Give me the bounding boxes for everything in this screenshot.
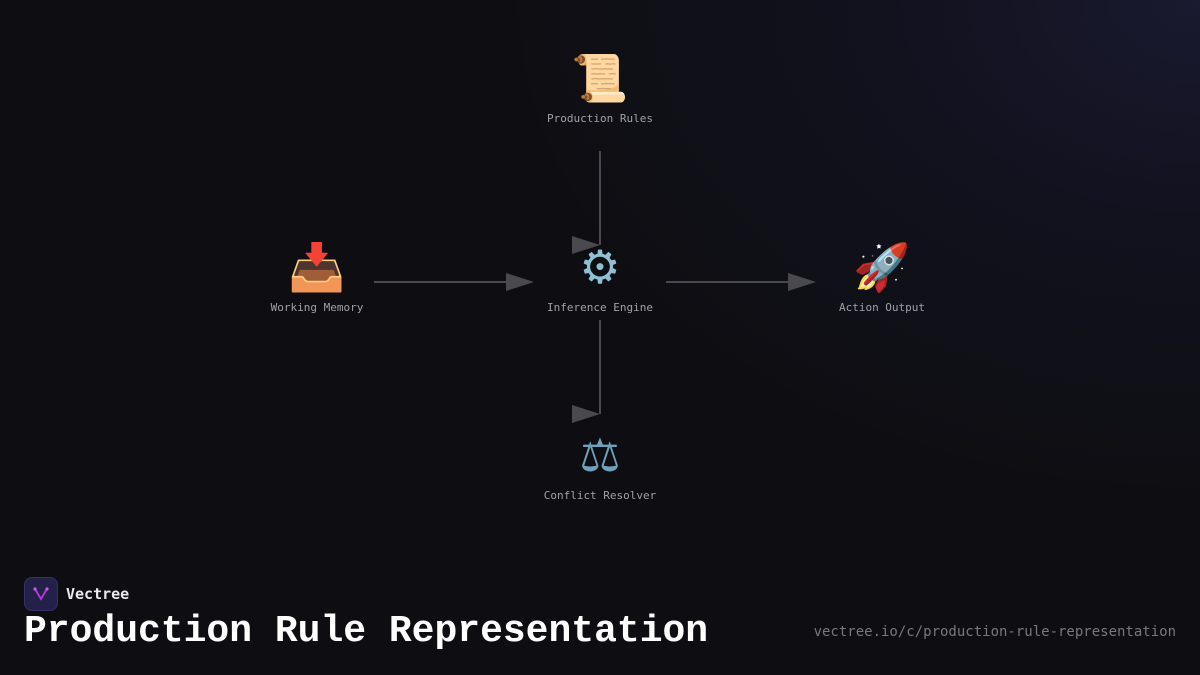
edge-inference-engine-to-conflict-resolver: [572, 320, 601, 423]
node-production-rules[interactable]: 📜 Production Rules: [520, 50, 680, 125]
node-inference-engine[interactable]: ⚙ Inference Engine: [520, 239, 680, 314]
node-label: Conflict Resolver: [543, 489, 657, 502]
edge-working-memory-to-inference-engine: [374, 273, 534, 291]
brand-name: Vectree: [66, 585, 130, 603]
page-title: Production Rule Representation: [24, 610, 709, 653]
node-action-output[interactable]: 🚀 Action Output: [802, 239, 962, 314]
edge-inference-engine-to-action-output: [666, 273, 816, 291]
balance-scale-icon: ⚖: [579, 428, 621, 482]
node-label: Working Memory: [270, 301, 364, 314]
node-label: Production Rules: [547, 112, 653, 125]
node-working-memory[interactable]: 📥 Working Memory: [237, 239, 397, 314]
scroll-icon: 📜: [571, 51, 629, 105]
gear-icon: ⚙: [579, 240, 621, 294]
vectree-logo-icon: [24, 577, 58, 611]
node-conflict-resolver[interactable]: ⚖ Conflict Resolver: [520, 427, 680, 502]
node-label: Action Output: [838, 301, 926, 314]
edge-production-rules-to-inference-engine: [572, 151, 601, 254]
rocket-icon: 🚀: [853, 240, 911, 294]
inbox-tray-icon: 📥: [288, 240, 346, 294]
brand: Vectree: [24, 577, 129, 611]
node-label: Inference Engine: [547, 301, 653, 314]
page-url[interactable]: vectree.io/c/production-rule-representat…: [813, 624, 1176, 640]
